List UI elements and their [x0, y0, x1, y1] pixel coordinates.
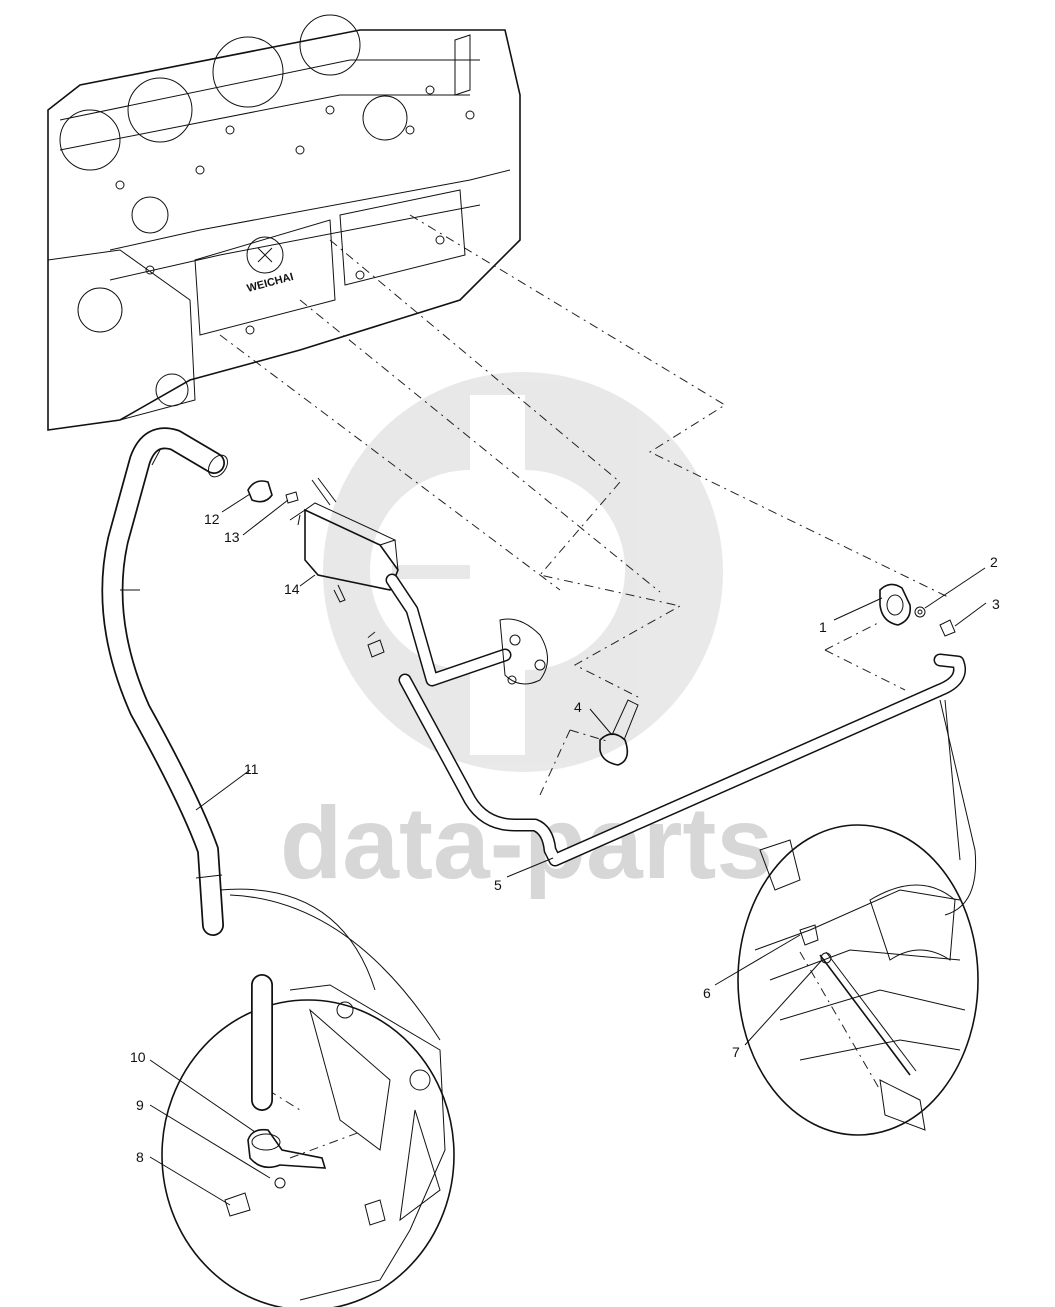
- breather-hose: [101, 427, 229, 936]
- callout-2: 2: [990, 554, 998, 570]
- detail-view-lower-right: [737, 699, 979, 1136]
- detail-view-lower-left: [161, 888, 455, 1307]
- callout-8: 8: [136, 1149, 144, 1165]
- callout-10: 10: [130, 1049, 146, 1065]
- callout-13: 13: [224, 529, 240, 545]
- callout-5: 5: [494, 877, 502, 893]
- pipe-clamp-assembly: [879, 583, 956, 637]
- callout-12: 12: [204, 511, 220, 527]
- callout-4: 4: [574, 699, 582, 715]
- hose-clamp-assembly: [247, 480, 299, 504]
- callout-labels: 1 2 3 4 5 6 7 8 9 10 11 12 13 14: [130, 511, 1000, 1165]
- callout-1: 1: [819, 619, 827, 635]
- callout-3: 3: [992, 596, 1000, 612]
- callout-7: 7: [732, 1044, 740, 1060]
- callout-leaders: [149, 493, 987, 1206]
- watermark-logo: [323, 372, 723, 772]
- pipe-bracket-clamp: [599, 699, 639, 766]
- callout-11: 11: [244, 761, 259, 777]
- callout-14: 14: [284, 581, 300, 597]
- callout-9: 9: [136, 1097, 144, 1113]
- engine-block: WEICHAI: [47, 14, 521, 431]
- engine-brand-label: WEICHAI: [246, 271, 295, 295]
- assembly-guide-lines: [219, 214, 951, 1159]
- breather-pipe: [367, 573, 966, 867]
- oil-separator: [289, 477, 399, 603]
- callout-6: 6: [703, 985, 711, 1001]
